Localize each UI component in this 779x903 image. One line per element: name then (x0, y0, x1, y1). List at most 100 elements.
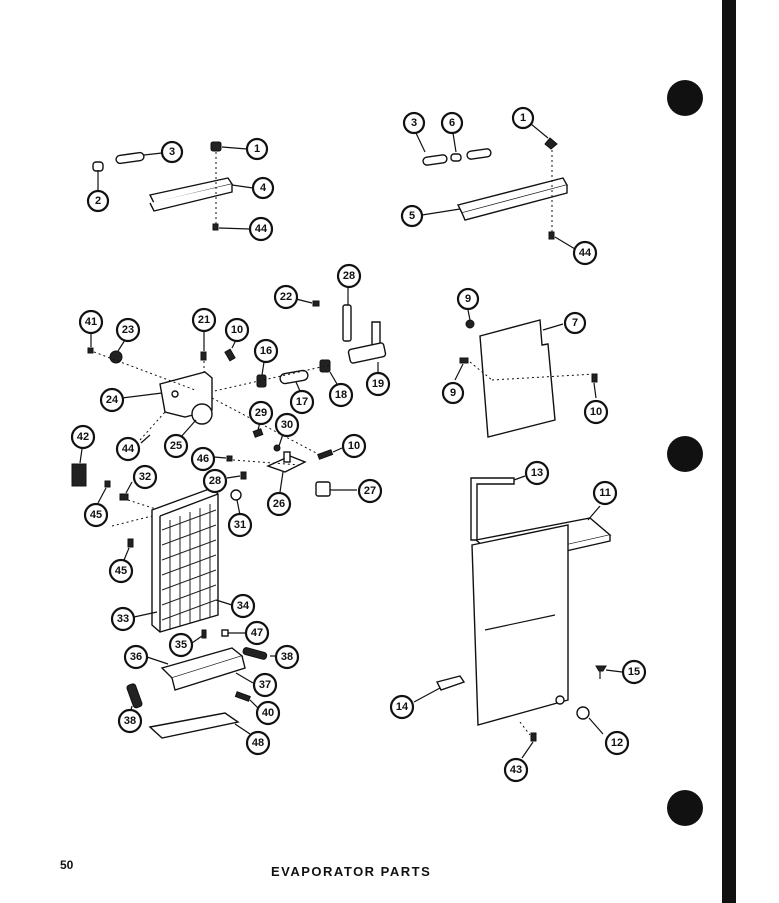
part-30-washer (273, 444, 281, 452)
part-3-pin-right (422, 154, 448, 166)
callout-19: 19 (365, 371, 391, 397)
part-9-clip-a (465, 319, 475, 329)
top-left-rail-group (92, 141, 254, 231)
callout-1: 1 (245, 137, 269, 161)
callout-3: 3 (402, 111, 426, 135)
part-45-screw-b (127, 538, 134, 548)
svg-text:45: 45 (115, 565, 127, 577)
callout-6: 6 (440, 111, 464, 135)
part-28-clip (240, 471, 247, 480)
callout-13: 13 (524, 460, 550, 486)
svg-text:31: 31 (234, 519, 246, 531)
callout-26: 26 (266, 491, 292, 517)
part-13-angle (470, 477, 515, 541)
svg-text:48: 48 (252, 737, 264, 749)
part-44-screw (212, 223, 219, 231)
binder-hole-middle (667, 436, 703, 472)
part-47-clip (221, 629, 229, 637)
callout-43: 43 (503, 757, 529, 783)
svg-text:1: 1 (254, 143, 260, 155)
callout-31: 31 (227, 512, 253, 538)
svg-text:38: 38 (281, 651, 293, 663)
callout-4: 4 (251, 176, 275, 200)
part-29-spacer (252, 428, 264, 438)
svg-text:6: 6 (449, 117, 455, 129)
svg-text:7: 7 (572, 317, 578, 329)
svg-text:40: 40 (262, 707, 274, 719)
callout-2: 2 (86, 189, 110, 213)
svg-text:2: 2 (95, 195, 101, 207)
callout-45: 45 (108, 558, 134, 584)
part-32-clip (119, 493, 129, 501)
callout-22: 22 (273, 284, 299, 310)
panel-7-group (454, 309, 598, 438)
part-15-screw (595, 665, 607, 672)
callout-24: 24 (99, 387, 125, 413)
center-bracket-group (87, 286, 387, 516)
callout-47: 47 (244, 620, 270, 646)
callout-40: 40 (255, 700, 281, 726)
svg-text:24: 24 (106, 394, 119, 406)
part-22-screw (312, 300, 320, 307)
callout-14: 14 (389, 694, 415, 720)
callout-21: 21 (191, 307, 217, 333)
part-10-screw-c (591, 373, 598, 383)
part-10-screw-b (317, 449, 334, 460)
svg-text:30: 30 (281, 419, 293, 431)
svg-text:44: 44 (255, 223, 268, 235)
part-35-screw (201, 629, 207, 639)
svg-text:26: 26 (273, 498, 285, 510)
part-43-screw (530, 732, 537, 742)
callout-32: 32 (132, 464, 158, 490)
callout-44: 44 (248, 216, 274, 242)
part-38-heater-a (242, 647, 268, 660)
part-21-screw (200, 351, 207, 361)
callout-9: 9 (441, 381, 465, 405)
callout-23: 23 (115, 317, 141, 343)
page-edge-bar (722, 0, 736, 903)
cover-assembly-group (413, 475, 623, 759)
callout-5: 5 (400, 204, 424, 228)
part-2-cap (92, 161, 104, 172)
svg-text:10: 10 (348, 440, 360, 452)
callout-46: 46 (190, 446, 216, 472)
callout-3: 3 (160, 140, 184, 164)
callout-10: 10 (224, 317, 250, 343)
callout-34: 34 (230, 593, 256, 619)
part-6-bushing (450, 153, 462, 162)
callout-17: 17 (289, 389, 315, 415)
svg-text:4: 4 (260, 182, 267, 194)
svg-text:25: 25 (170, 440, 182, 452)
svg-text:36: 36 (130, 651, 142, 663)
svg-text:46: 46 (197, 453, 209, 465)
callout-45: 45 (83, 502, 109, 528)
callout-27: 27 (357, 478, 383, 504)
part-9-clip-b (459, 357, 469, 364)
svg-text:35: 35 (175, 639, 187, 651)
svg-text:28: 28 (343, 270, 355, 282)
top-right-rail-group (415, 123, 576, 250)
callouts: 1 2 3 4 44 3 6 1 5 44 22 28 41 23 21 10 … (70, 106, 647, 783)
svg-text:16: 16 (260, 345, 272, 357)
part-26-mount (266, 455, 307, 473)
part-46-screw (226, 455, 233, 462)
callout-28: 28 (202, 468, 228, 494)
svg-text:47: 47 (251, 627, 263, 639)
coil-fins (161, 504, 217, 630)
callout-41: 41 (78, 309, 104, 335)
callout-38: 38 (274, 644, 300, 670)
part-12-plug (576, 706, 590, 720)
coil-body (151, 487, 219, 633)
part-48-defrost-heater (148, 712, 240, 739)
binder-hole-bottom (667, 790, 703, 826)
part-19-bracket (347, 342, 387, 364)
callout-1: 1 (511, 106, 535, 130)
svg-text:45: 45 (90, 509, 102, 521)
callout-44: 44 (572, 240, 598, 266)
part-23-nut (109, 350, 123, 364)
callout-33: 33 (110, 606, 136, 632)
svg-text:27: 27 (364, 485, 376, 497)
svg-text:10: 10 (590, 406, 602, 418)
svg-text:44: 44 (579, 247, 592, 259)
svg-text:37: 37 (259, 679, 271, 691)
